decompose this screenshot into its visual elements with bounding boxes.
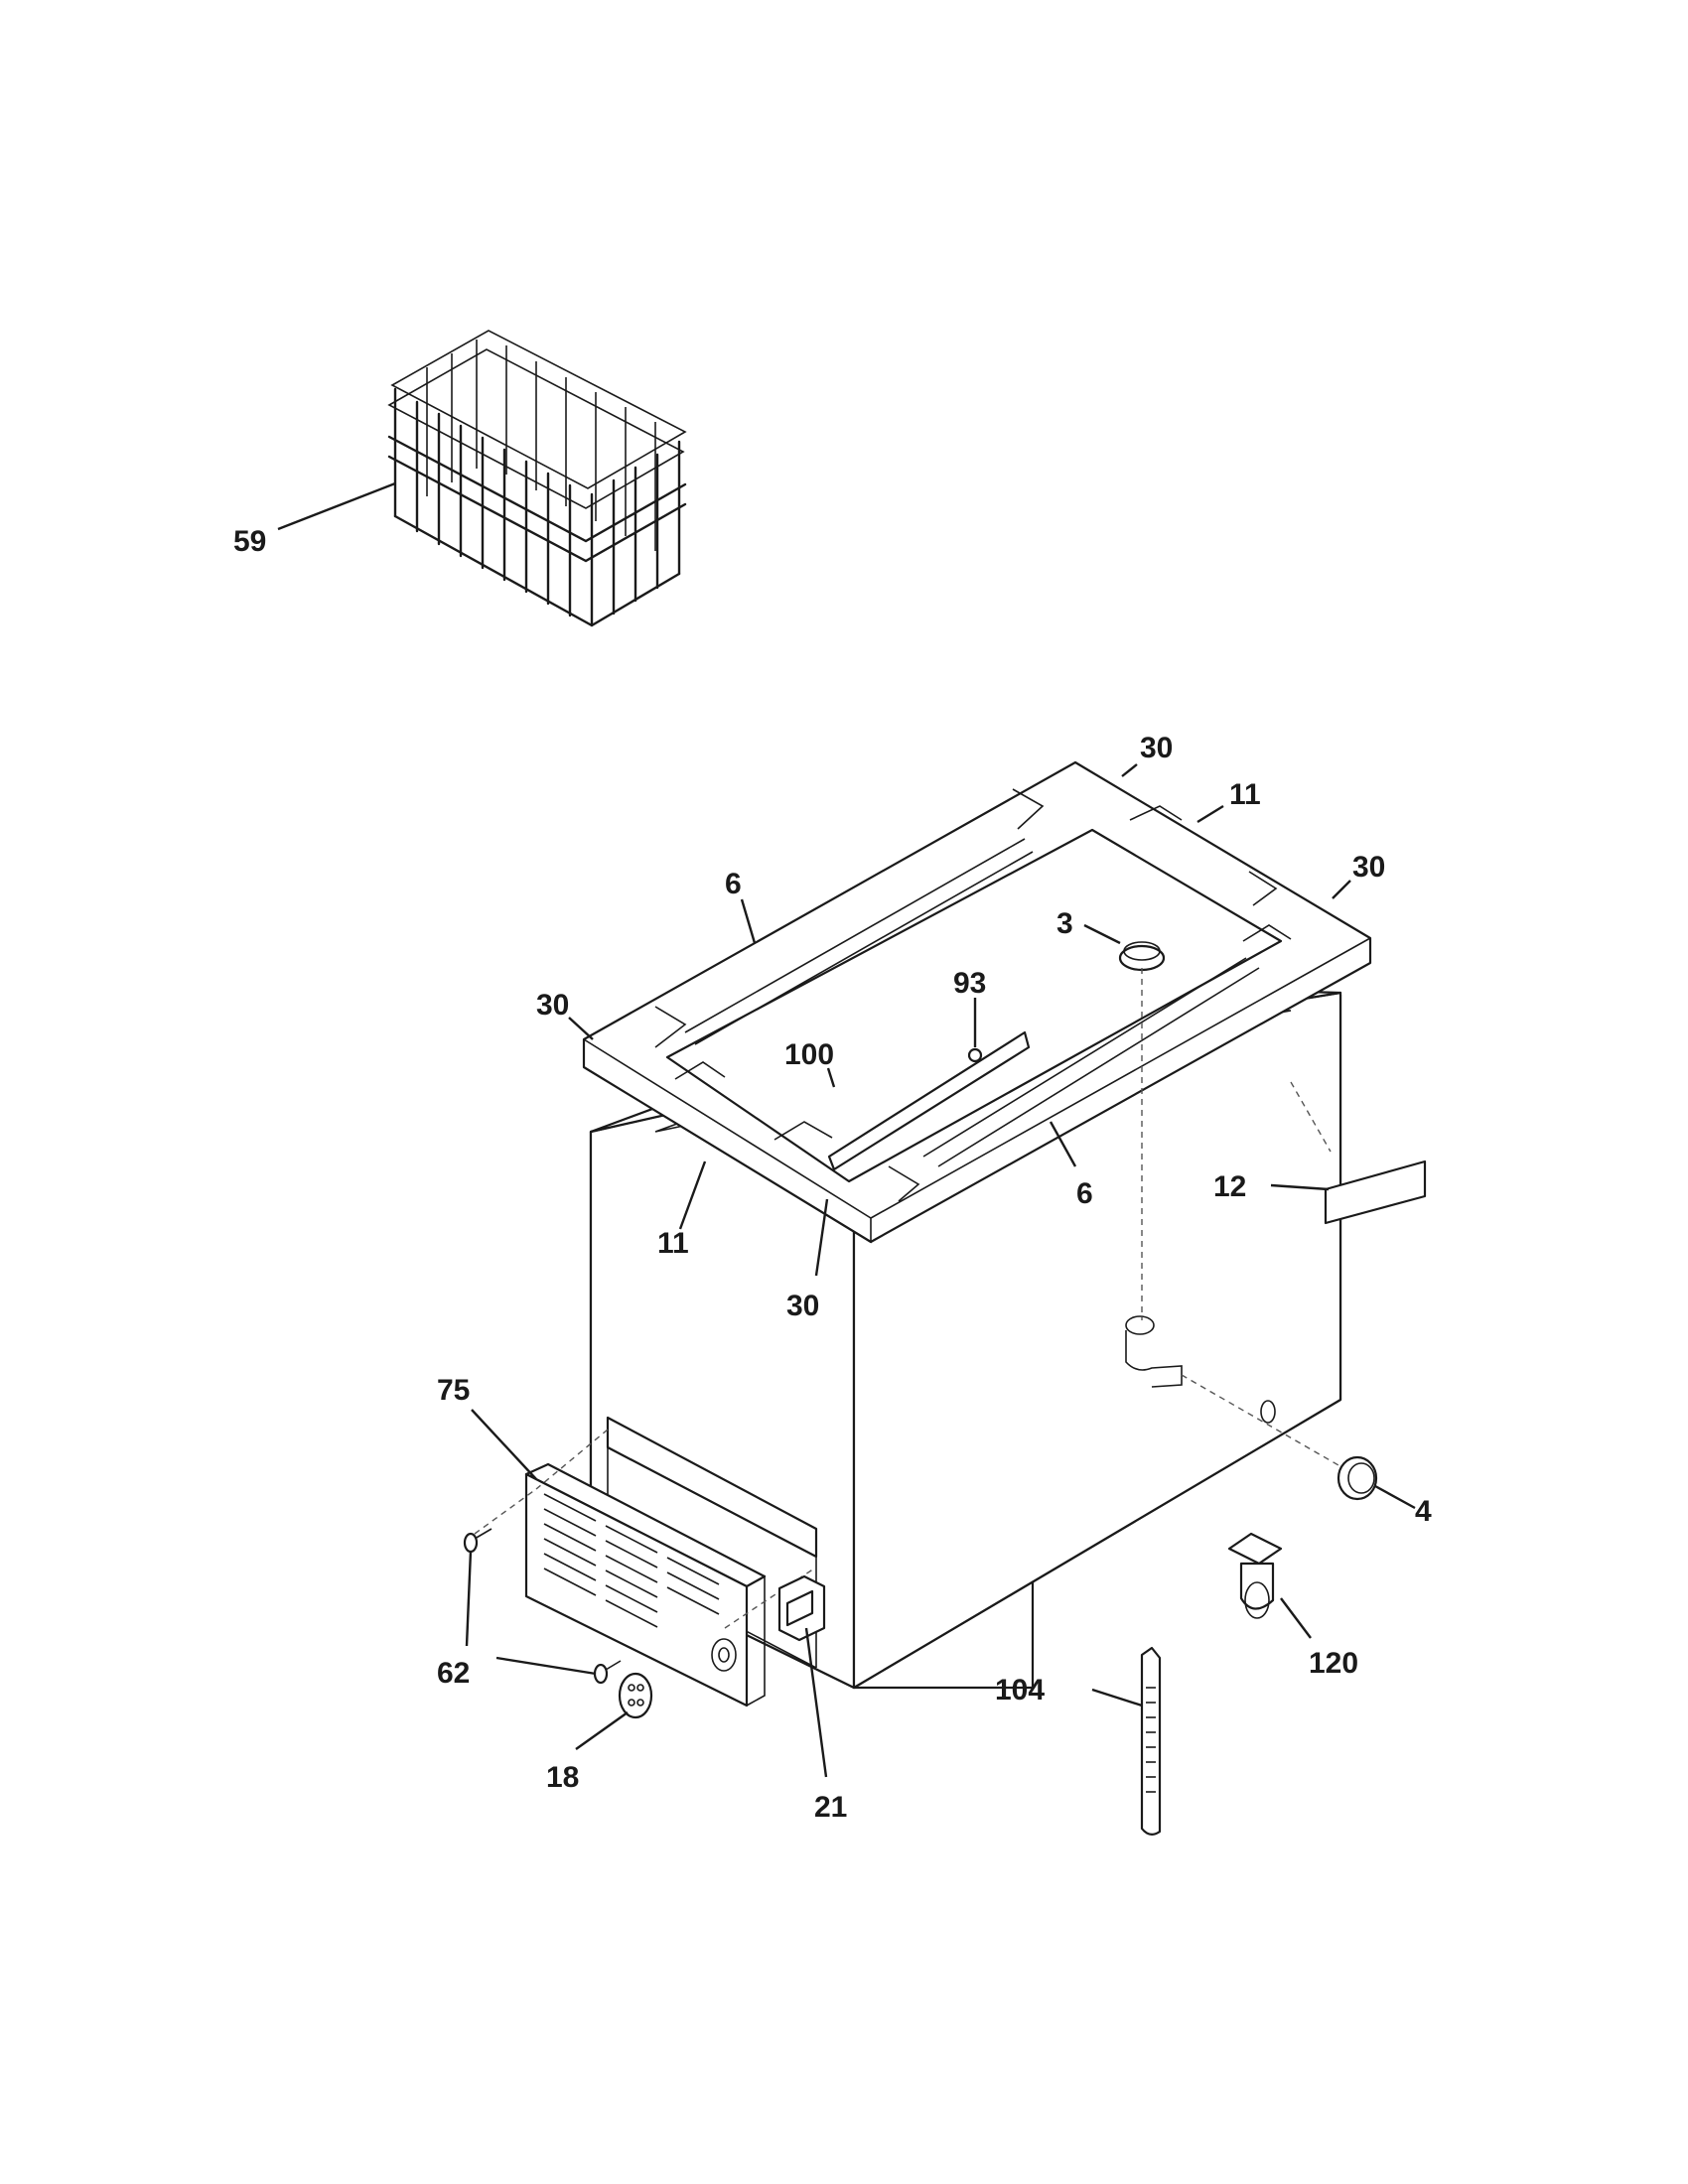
callout-4: 4 <box>1415 1495 1432 1528</box>
caster-wheel <box>1227 1532 1283 1619</box>
callout-30-bottom: 30 <box>786 1290 819 1322</box>
divider-bar <box>827 1030 1031 1171</box>
callout-75: 75 <box>437 1374 470 1407</box>
drain-cap <box>1336 1455 1378 1501</box>
screw-93 <box>967 1047 983 1063</box>
callout-59: 59 <box>233 525 266 558</box>
callout-62: 62 <box>437 1657 470 1690</box>
thermometer <box>1140 1646 1162 1836</box>
screw-62-upper <box>463 1528 492 1554</box>
callout-100: 100 <box>784 1038 834 1071</box>
callout-11-bottom: 11 <box>657 1227 689 1260</box>
callout-6-left: 6 <box>725 868 742 900</box>
drain-fitting <box>1125 1315 1183 1388</box>
serial-plate <box>1324 1160 1427 1225</box>
callout-30-right: 30 <box>1352 851 1385 884</box>
callout-21: 21 <box>814 1791 847 1824</box>
callout-104: 104 <box>995 1674 1045 1706</box>
callout-30-top: 30 <box>1140 732 1173 764</box>
drain-plug <box>1118 941 1166 972</box>
callout-18: 18 <box>546 1761 579 1794</box>
temperature-control <box>777 1574 826 1642</box>
grommet <box>618 1672 653 1719</box>
callout-12: 12 <box>1213 1170 1246 1203</box>
callout-93: 93 <box>953 967 986 1000</box>
screw-62-lower <box>593 1660 622 1685</box>
callout-11-top: 11 <box>1229 778 1261 811</box>
callout-30-left: 30 <box>536 989 569 1022</box>
callout-labels: 59 30 11 30 6 3 93 30 100 6 12 11 30 75 … <box>233 525 1432 1824</box>
leader-lines <box>277 481 1416 1778</box>
callout-120: 120 <box>1309 1647 1358 1680</box>
callout-6-right: 6 <box>1076 1177 1093 1210</box>
callout-3: 3 <box>1056 907 1073 940</box>
wire-basket <box>387 330 687 627</box>
kickplate-grille <box>524 1462 767 1707</box>
